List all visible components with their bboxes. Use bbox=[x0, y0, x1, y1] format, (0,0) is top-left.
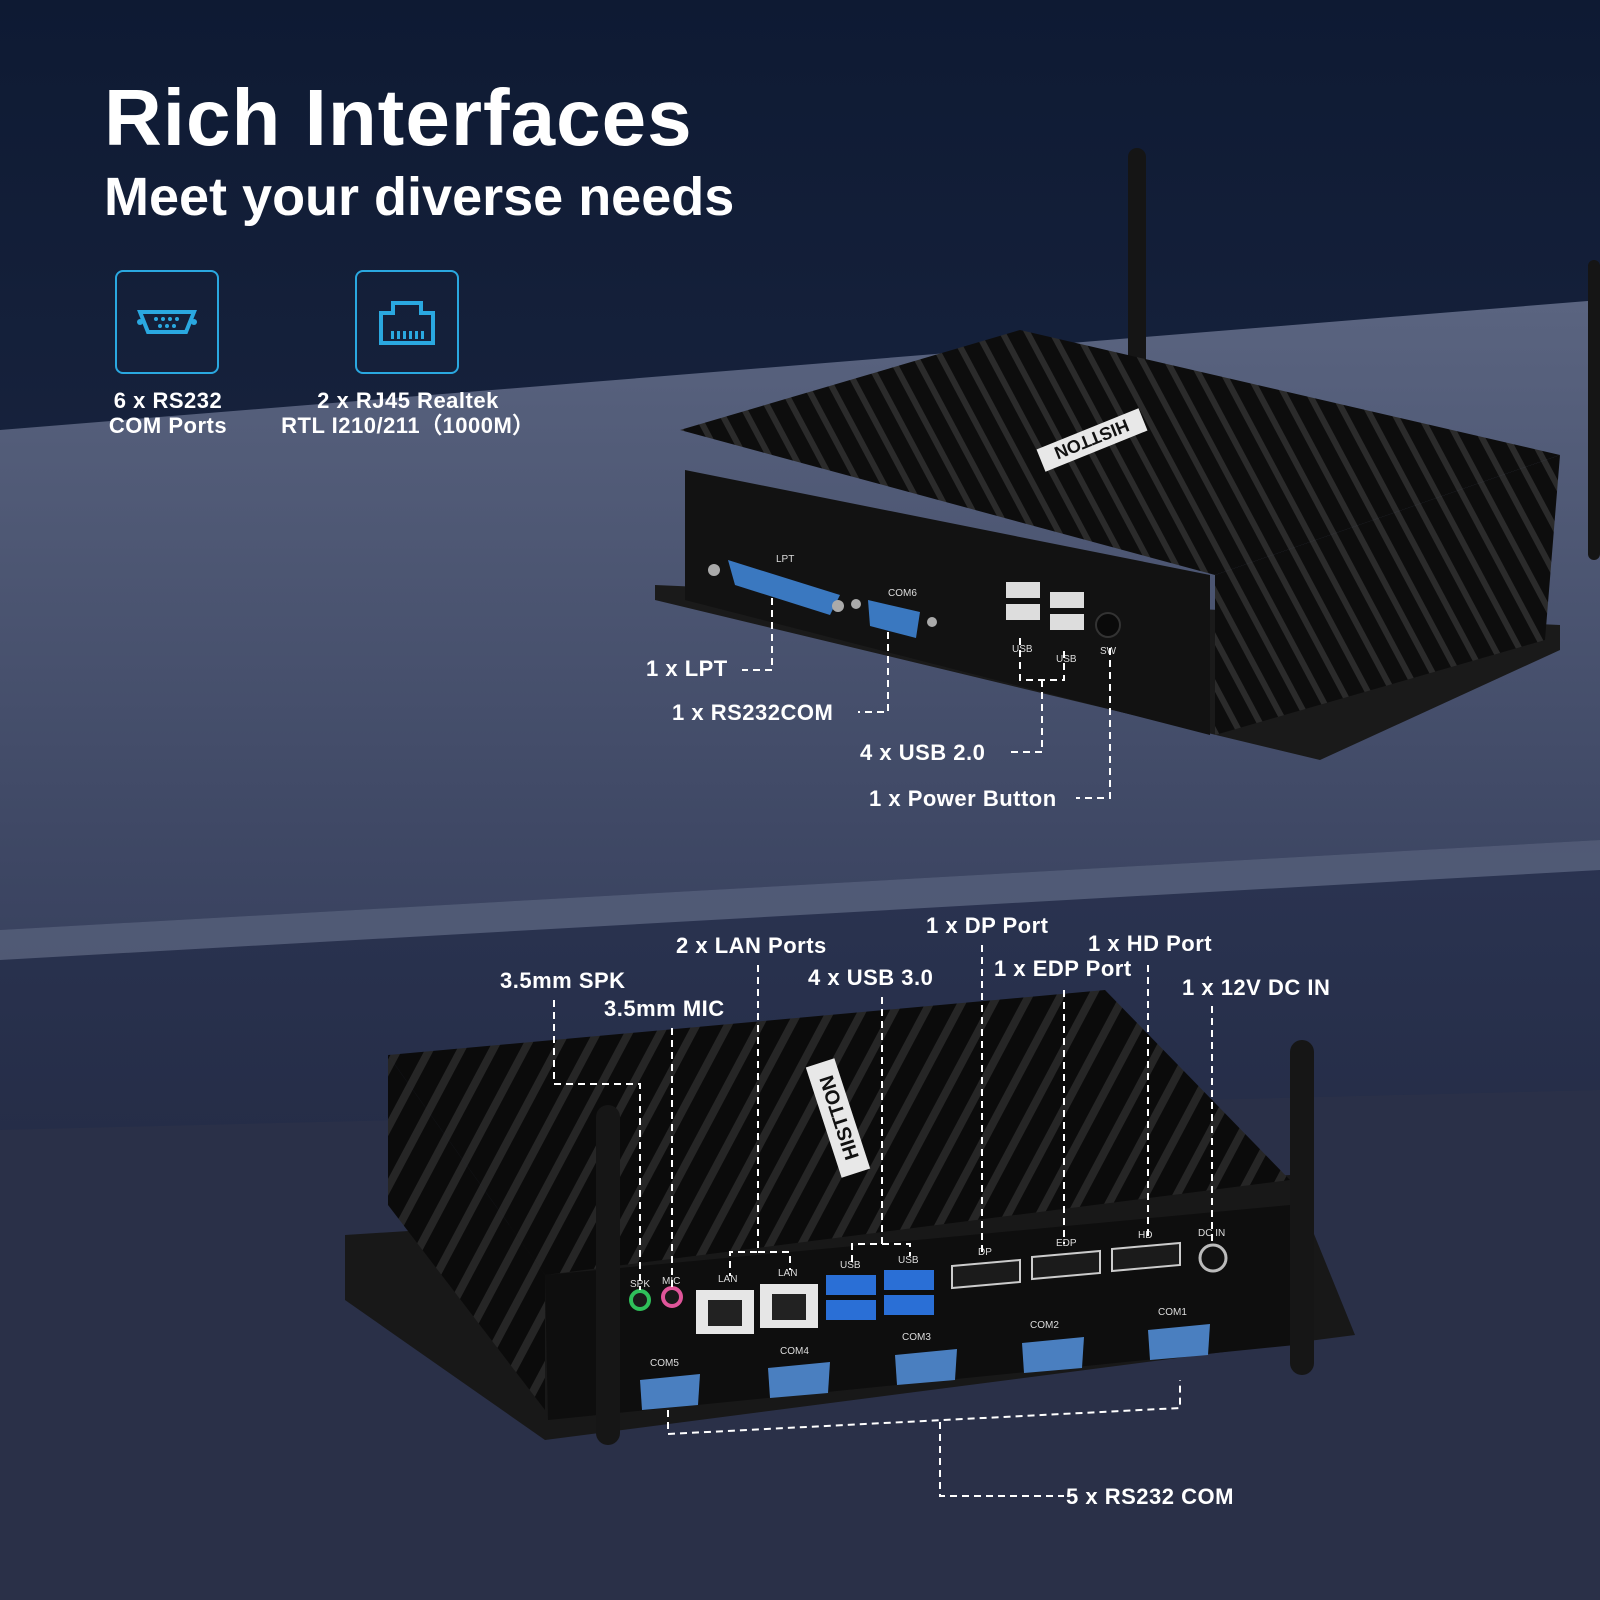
page-subtitle: Meet your diverse needs bbox=[104, 167, 735, 227]
bottom-antenna-right bbox=[1290, 1040, 1314, 1375]
rj45-feature-tile bbox=[355, 270, 459, 374]
lpt-port bbox=[728, 560, 840, 615]
edp-port bbox=[1031, 1249, 1101, 1281]
rj45-feature-label-line2: RTL I210/211（1000M） bbox=[281, 413, 535, 438]
lan2-mark: LAN bbox=[778, 1268, 797, 1279]
rs232-feature-label-line1: 6 x RS232 bbox=[113, 388, 223, 413]
serial-port-icon bbox=[137, 310, 197, 334]
dc-in-port bbox=[1198, 1243, 1228, 1273]
sw-mark: SW bbox=[1100, 646, 1117, 657]
lpt-port-mark: LPT bbox=[776, 554, 794, 565]
callout-hd: 1 x HD Port bbox=[1088, 931, 1213, 956]
rj45-feature-label-line1: 2 x RJ45 Realtek bbox=[317, 388, 499, 413]
callout-lan: 2 x LAN Ports bbox=[676, 933, 827, 958]
rs232-feature-tile bbox=[115, 270, 219, 374]
hd-port bbox=[1111, 1241, 1181, 1273]
callout-power-button: 1 x Power Button bbox=[869, 786, 1057, 811]
bottom-device: HISTTON SPK MIC LAN LAN USB bbox=[345, 990, 1355, 1445]
usb2-mark-1: USB bbox=[1012, 644, 1033, 655]
edp-mark: EDP bbox=[1056, 1238, 1077, 1249]
com1-mark: COM1 bbox=[1158, 1307, 1187, 1318]
lan1-mark: LAN bbox=[718, 1274, 737, 1285]
top-device-front bbox=[685, 470, 1210, 735]
ethernet-port-icon bbox=[379, 301, 435, 345]
dp-mark: DP bbox=[978, 1247, 992, 1258]
usb3-ports bbox=[826, 1270, 934, 1320]
callout-edp: 1 x EDP Port bbox=[994, 956, 1132, 981]
com5-mark: COM5 bbox=[650, 1358, 679, 1369]
callout-lpt: 1 x LPT bbox=[646, 656, 728, 681]
page-title: Rich Interfaces bbox=[104, 73, 693, 162]
com6-port-mark: COM6 bbox=[888, 588, 917, 599]
com4-mark: COM4 bbox=[780, 1346, 809, 1357]
usb2-mark-2: USB bbox=[1056, 654, 1077, 665]
spk-mark: SPK bbox=[630, 1279, 650, 1290]
hd-mark: HD bbox=[1138, 1230, 1152, 1241]
power-button-port bbox=[1095, 612, 1121, 638]
rs232-feature-label-line2: COM Ports bbox=[108, 413, 228, 438]
top-device: HISTTON LPT COM6 USB USB SW bbox=[655, 148, 1600, 760]
com2-mark: COM2 bbox=[1030, 1320, 1059, 1331]
callout-usb3: 4 x USB 3.0 bbox=[808, 965, 934, 990]
top-antenna bbox=[1128, 148, 1146, 383]
dcin-mark: DC IN bbox=[1198, 1228, 1225, 1239]
dp-port bbox=[951, 1258, 1021, 1290]
usb3-mark-2: USB bbox=[898, 1255, 919, 1266]
callout-com: 5 x RS232 COM bbox=[1066, 1484, 1234, 1509]
com-ports bbox=[640, 1324, 1210, 1410]
rj45-feature-label: 2 x RJ45 Realtek RTL I210/211（1000M） bbox=[262, 388, 554, 438]
callout-rs232com: 1 x RS232COM bbox=[672, 700, 834, 725]
mic-jack bbox=[661, 1286, 683, 1308]
com6-port bbox=[868, 600, 920, 638]
bottom-callout-lines bbox=[553, 945, 1213, 1497]
callout-dc-in: 1 x 12V DC IN bbox=[1182, 975, 1331, 1000]
usb2-ports bbox=[1006, 582, 1084, 630]
top-callout-lines bbox=[742, 598, 1111, 799]
usb3-mark-1: USB bbox=[840, 1260, 861, 1271]
callout-usb2: 4 x USB 2.0 bbox=[860, 740, 986, 765]
callout-mic: 3.5mm MIC bbox=[604, 996, 725, 1021]
spk-jack bbox=[629, 1289, 651, 1311]
lan-ports bbox=[696, 1284, 818, 1334]
bottom-antenna-left bbox=[596, 1105, 620, 1445]
callout-spk: 3.5mm SPK bbox=[500, 968, 626, 993]
com3-mark: COM3 bbox=[902, 1332, 931, 1343]
callout-dp: 1 x DP Port bbox=[926, 913, 1049, 938]
rs232-feature-label: 6 x RS232 COM Ports bbox=[100, 388, 236, 438]
